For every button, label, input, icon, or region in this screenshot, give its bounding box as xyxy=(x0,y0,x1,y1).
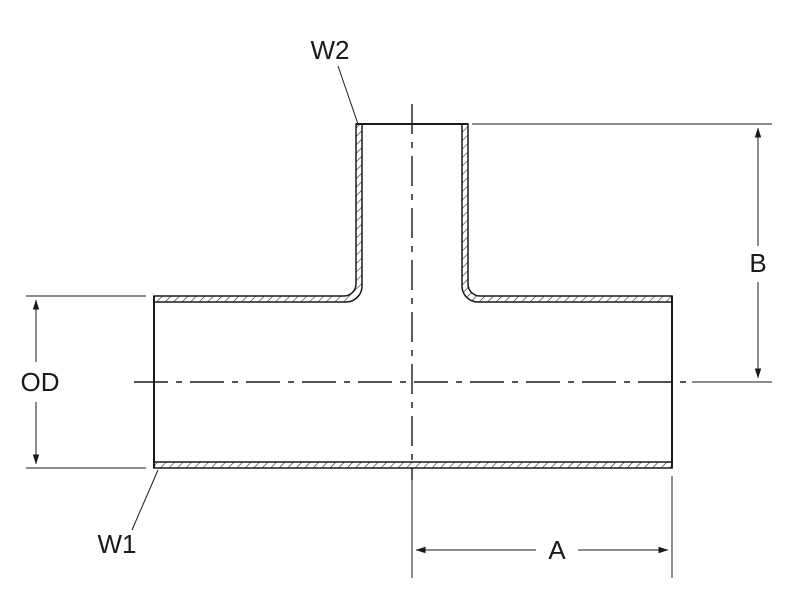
top-right-wall xyxy=(461,123,673,303)
leader-w1-label: W1 xyxy=(98,529,137,559)
leader-w2-line xyxy=(337,65,359,125)
dimension-b-label: B xyxy=(749,248,766,278)
dimension-b: B xyxy=(749,127,767,379)
leader-w1-line xyxy=(131,469,159,531)
leader-w2-label: W2 xyxy=(311,35,350,65)
dimension-od: OD xyxy=(21,299,60,465)
dimension-a: A xyxy=(415,535,669,565)
top-left-wall xyxy=(153,123,363,303)
center-lines xyxy=(134,104,692,480)
extension-lines xyxy=(26,123,772,578)
leader-w1: W1 xyxy=(98,469,159,559)
dimension-od-label: OD xyxy=(21,367,60,397)
wall-hatching xyxy=(153,123,673,469)
leader-w2: W2 xyxy=(311,35,359,125)
bottom-wall xyxy=(153,461,673,469)
dimension-a-label: A xyxy=(548,535,566,565)
